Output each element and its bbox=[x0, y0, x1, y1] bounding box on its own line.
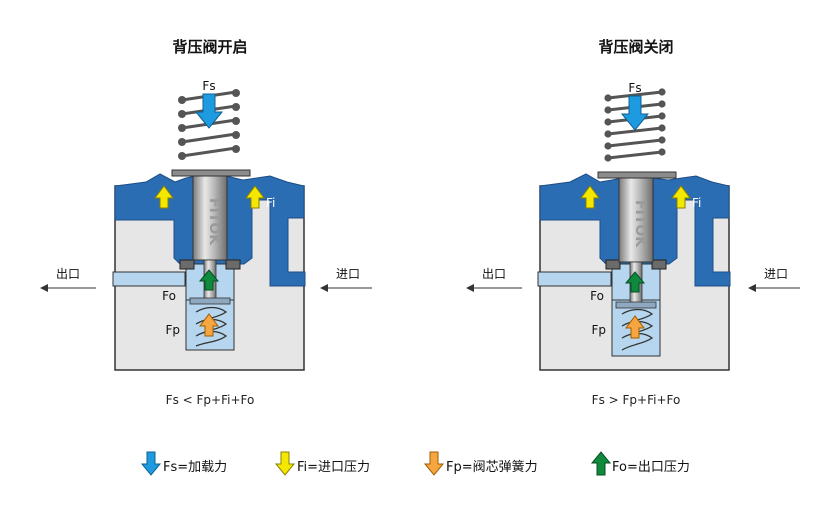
stem-brand-text: FITOK bbox=[206, 198, 222, 246]
outlet-force-arrow-icon bbox=[590, 451, 612, 476]
load-spring bbox=[604, 88, 666, 162]
plug-spring bbox=[195, 306, 228, 347]
seat-right bbox=[225, 259, 241, 270]
load-force-arrow-icon bbox=[620, 95, 650, 131]
legend-fp-text: Fp=阀芯弹簧力 bbox=[446, 459, 538, 475]
inlet-force-arrow-icon bbox=[274, 451, 296, 476]
open-diagram-title: 背压阀开启 bbox=[172, 38, 247, 56]
stem-brand-text: FITOK bbox=[632, 200, 648, 248]
inlet-force-arrow-left-icon bbox=[580, 185, 600, 209]
inlet-direction-arrow-icon bbox=[748, 284, 800, 292]
legend-fs-text: Fs=加载力 bbox=[163, 460, 227, 475]
outlet-label: 出口 bbox=[56, 267, 80, 281]
inlet-force-arrow-right-icon bbox=[245, 185, 265, 209]
seat-left bbox=[605, 259, 621, 270]
plug-spring bbox=[621, 308, 654, 351]
seat-right bbox=[651, 259, 667, 270]
plug-spring-label: Fp bbox=[165, 323, 180, 337]
valve-plug bbox=[615, 301, 657, 309]
seat-left bbox=[179, 259, 195, 270]
legend-item-fs: Fs=加载力 bbox=[140, 451, 227, 476]
closed-valve-diagram: 背压阀关闭 FITOK bbox=[466, 38, 800, 407]
spring-plate bbox=[171, 169, 251, 177]
inlet-label: 进口 bbox=[336, 267, 360, 281]
outlet-direction-arrow-icon bbox=[466, 284, 522, 292]
inlet-direction-arrow-icon bbox=[320, 284, 372, 292]
inlet-force-arrow-right-icon bbox=[671, 185, 691, 209]
spring-force-label: Fs bbox=[202, 79, 215, 93]
open-valve-diagram: 背压阀开启 FITOK bbox=[40, 38, 372, 407]
outlet-force-arrow-icon bbox=[198, 269, 220, 291]
outlet-direction-arrow-icon bbox=[40, 284, 96, 292]
valve-stem bbox=[192, 173, 228, 261]
outlet-label: 出口 bbox=[482, 267, 506, 281]
outlet-force-label: Fo bbox=[590, 289, 604, 303]
valve-plug bbox=[189, 297, 231, 305]
legend-fo-text: Fo=出口压力 bbox=[612, 460, 690, 475]
spring-force-label: Fs bbox=[628, 81, 641, 95]
spring-plate bbox=[597, 171, 677, 179]
plug-spring-label: Fp bbox=[591, 323, 606, 337]
legend-item-fo: Fo=出口压力 bbox=[590, 451, 690, 476]
outlet-channel bbox=[112, 271, 186, 287]
outlet-force-label: Fo bbox=[162, 289, 176, 303]
closed-condition-equation: Fs > Fp+Fi+Fo bbox=[592, 393, 681, 407]
closed-diagram-title: 背压阀关闭 bbox=[598, 38, 673, 56]
inlet-label: 进口 bbox=[764, 267, 788, 281]
plug-spring-force-arrow-icon bbox=[423, 451, 445, 476]
outlet-channel bbox=[537, 271, 612, 287]
inlet-force-label: Fi bbox=[266, 196, 275, 210]
plug-spring-force-arrow-icon bbox=[625, 315, 645, 339]
load-force-arrow-icon bbox=[194, 93, 224, 129]
legend-fi-text: Fi=进口压力 bbox=[297, 460, 370, 475]
legend-item-fi: Fi=进口压力 bbox=[274, 451, 370, 476]
inlet-force-label: Fi bbox=[692, 196, 701, 210]
legend: Fs=加载力 Fi=进口压力 Fp=阀芯弹簧力 Fo=出口压力 bbox=[140, 451, 690, 476]
outlet-force-arrow-icon bbox=[624, 271, 646, 293]
plug-spring-force-arrow-icon bbox=[199, 313, 219, 337]
open-condition-equation: Fs < Fp+Fi+Fo bbox=[166, 393, 255, 407]
legend-item-fp: Fp=阀芯弹簧力 bbox=[423, 451, 538, 476]
load-force-arrow-icon bbox=[140, 451, 162, 476]
inlet-force-arrow-left-icon bbox=[154, 185, 174, 209]
